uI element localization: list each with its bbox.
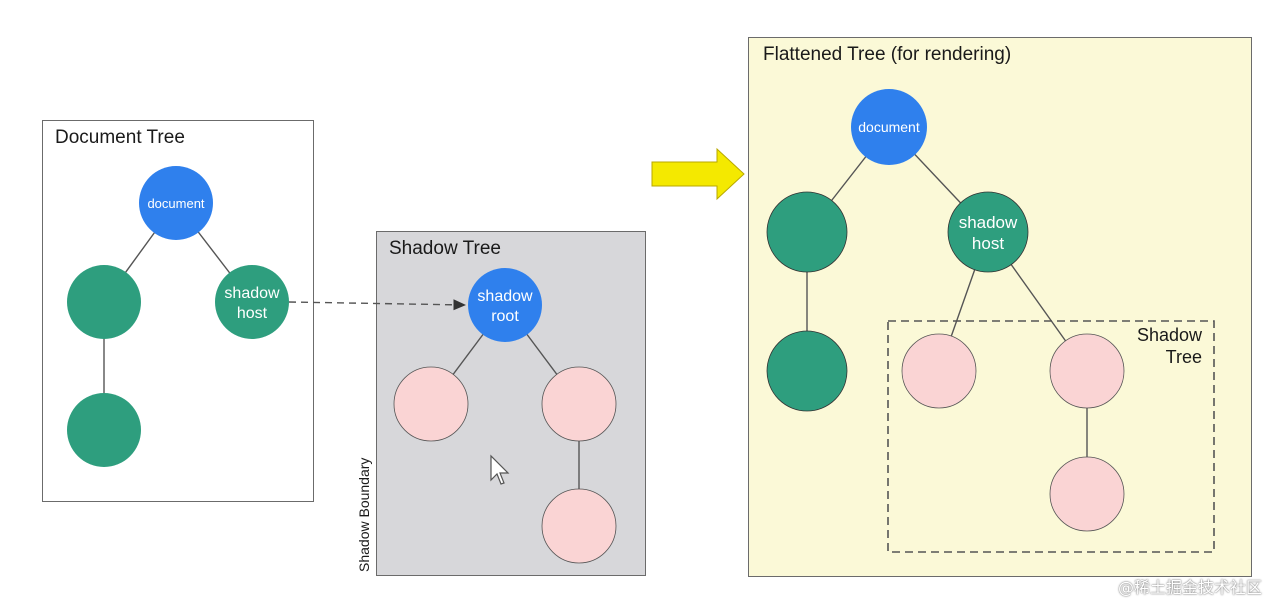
- shadow-root-label-line2: root: [491, 308, 519, 325]
- shadow-grandchild-node: [541, 488, 617, 564]
- document-node-label: document: [147, 196, 204, 211]
- flattened-shadow-tree-title-line2: Tree: [1165, 347, 1202, 367]
- watermark: @稀土掘金技术社区: [1117, 578, 1262, 597]
- light-dom-node: [67, 265, 141, 339]
- shadow-tree-title: Shadow Tree: [389, 238, 501, 259]
- flattened-document-node: [851, 89, 927, 165]
- flattened-tree-edges: [806, 126, 1088, 494]
- flattened-shadow-host-label-line2: host: [972, 234, 1004, 253]
- right-arrow-icon: [651, 147, 745, 201]
- document-node: [139, 166, 213, 240]
- flattened-light-dom-node: [766, 191, 848, 273]
- flattened-light-dom-child-node: [766, 330, 848, 412]
- flattened-shadow-host-label-line1: shadow: [959, 213, 1018, 232]
- shadow-host-label-line2: host: [237, 305, 268, 322]
- flattened-shadow-grandchild-node: [1049, 456, 1125, 532]
- shadow-host-label-line1: shadow: [224, 285, 280, 302]
- shadow-child-node: [541, 366, 617, 442]
- flattened-tree-title: Flattened Tree (for rendering): [763, 44, 1012, 65]
- shadow-root-label-line1: shadow: [477, 288, 533, 305]
- flattened-shadow-tree-title-line1: Shadow: [1136, 325, 1202, 345]
- shadow-root-node: [468, 268, 542, 342]
- flattened-shadow-tree-box: [887, 320, 1215, 553]
- flattened-shadow-host-node: [947, 191, 1029, 273]
- flattened-shadow-child-node: [901, 333, 977, 409]
- flattened-shadow-tree-title: Shadow Tree: [1110, 324, 1202, 368]
- light-dom-child-node: [67, 393, 141, 467]
- flattened-tree-panel: Flattened Tree (for rendering): [748, 37, 1252, 577]
- document-tree-title: Document Tree: [55, 127, 185, 148]
- shadow-host-node: [215, 265, 289, 339]
- mouse-cursor-icon: [490, 454, 510, 485]
- flattened-document-label: document: [858, 119, 920, 135]
- shadow-child-node: [393, 366, 469, 442]
- host-to-root-link: [288, 299, 467, 311]
- flattened-shadow-child-node: [1049, 333, 1125, 409]
